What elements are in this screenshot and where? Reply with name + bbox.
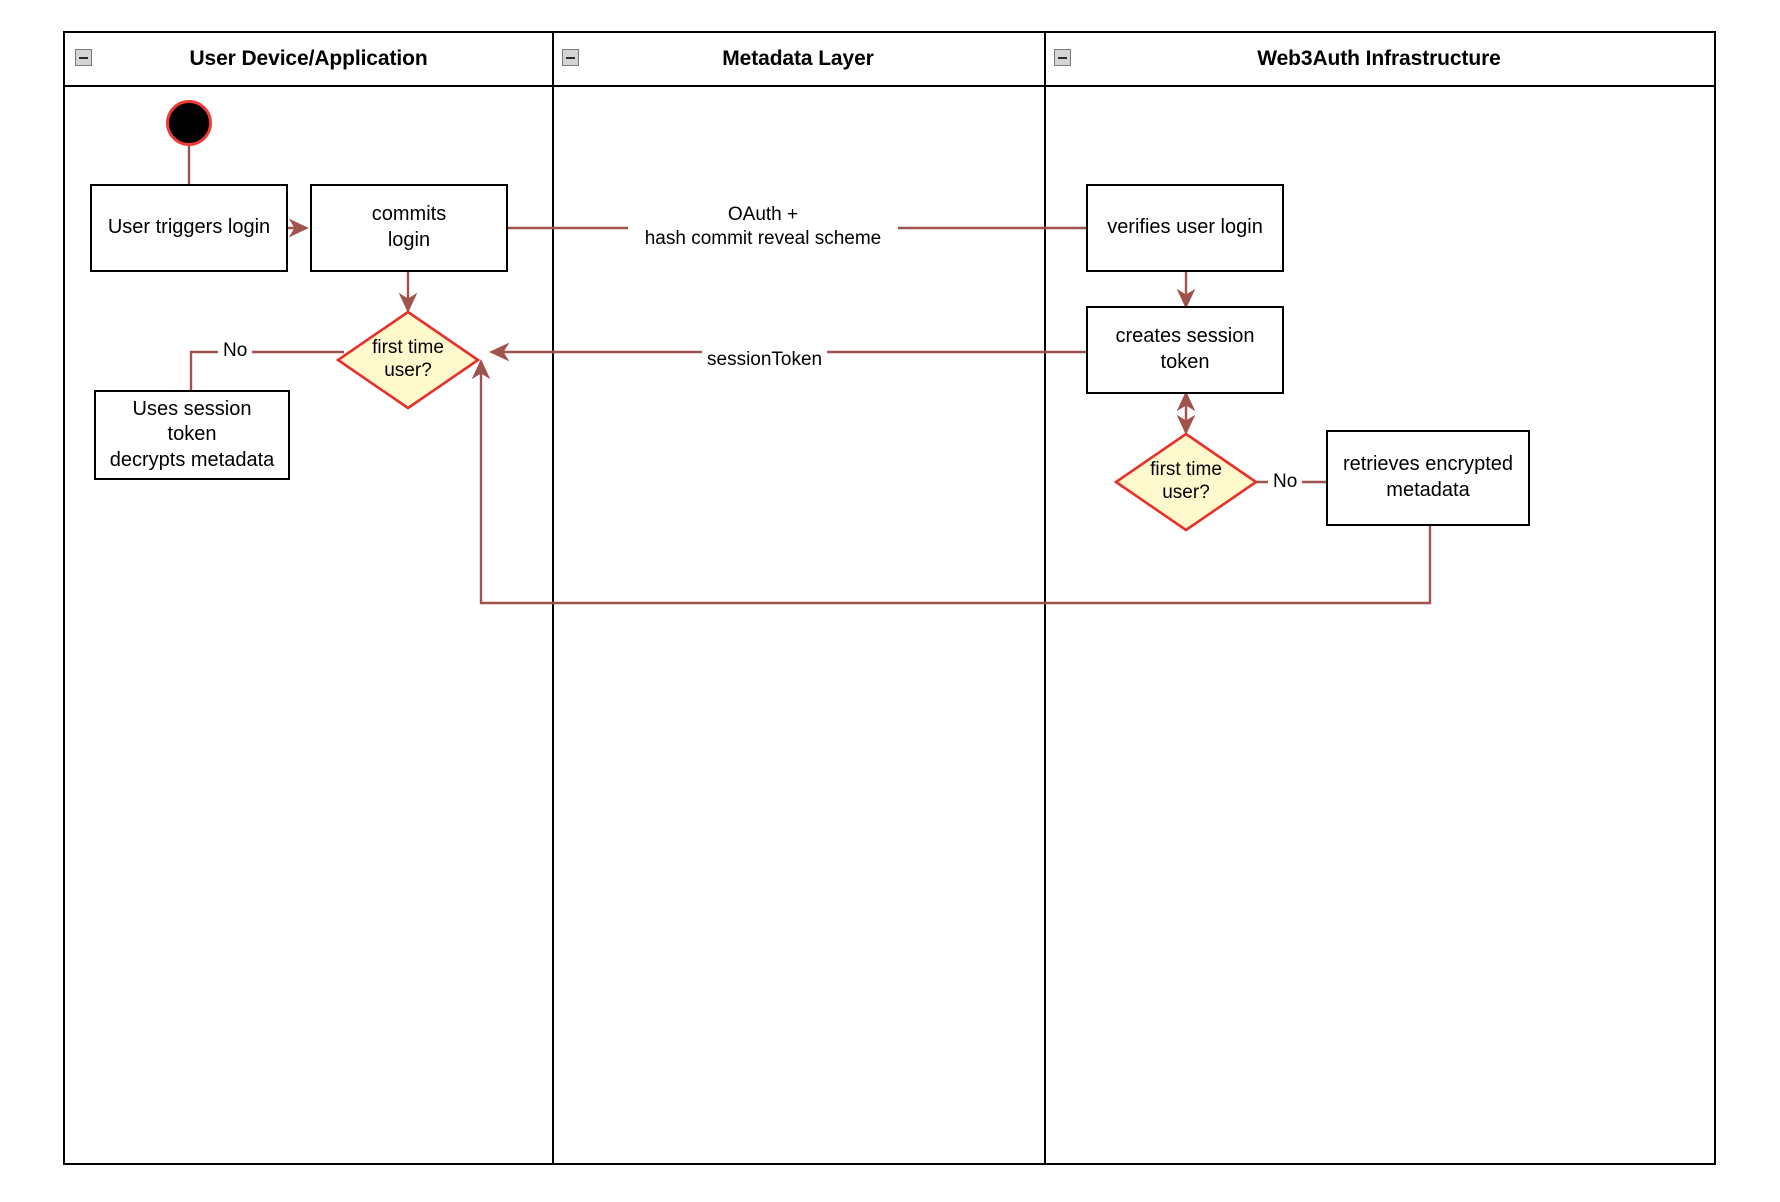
decision-label: first time user? bbox=[372, 337, 444, 381]
activity-label: Uses session token decrypts metadata bbox=[109, 397, 275, 471]
collapse-minus-icon[interactable] bbox=[1054, 49, 1071, 66]
diamond-shape bbox=[1114, 432, 1258, 532]
activity-label: User triggers login bbox=[107, 216, 271, 239]
swimlane-title: User Device/Application bbox=[189, 47, 428, 70]
swimlane-divider-2 bbox=[1044, 33, 1046, 1163]
edge-label-no-left: No bbox=[218, 339, 253, 363]
decision-first-time-user-left[interactable]: first time user? bbox=[336, 310, 480, 410]
swimlane-title: Web3Auth Infrastructure bbox=[1257, 47, 1501, 70]
activity-user-triggers-login[interactable]: User triggers login bbox=[90, 184, 288, 272]
activity-commits-login[interactable]: commits login bbox=[310, 184, 508, 272]
activity-uses-session-token[interactable]: Uses session token decrypts metadata bbox=[94, 390, 290, 480]
edge-label-oauth: OAuth + hash commit reveal scheme bbox=[628, 203, 898, 251]
activity-label: creates session token bbox=[1115, 325, 1255, 373]
diamond-shape bbox=[336, 310, 480, 410]
activity-verifies-user-login[interactable]: verifies user login bbox=[1086, 184, 1284, 272]
activity-creates-session-token[interactable]: creates session token bbox=[1086, 306, 1284, 394]
activity-label: retrieves encrypted metadata bbox=[1342, 453, 1514, 501]
swimlane-header-user-device[interactable]: User Device/Application bbox=[65, 33, 552, 87]
swimlane-divider-1 bbox=[552, 33, 554, 1163]
initial-node[interactable] bbox=[166, 100, 212, 146]
activity-retrieves-encrypted-metadata[interactable]: retrieves encrypted metadata bbox=[1326, 430, 1530, 526]
edge-label-no-right: No bbox=[1268, 470, 1303, 494]
swimlane-header-metadata-layer[interactable]: Metadata Layer bbox=[552, 33, 1044, 87]
decision-label: first time user? bbox=[1150, 459, 1222, 503]
collapse-minus-icon[interactable] bbox=[75, 49, 92, 66]
edge-label-session-token: sessionToken bbox=[702, 348, 828, 372]
decision-first-time-user-right[interactable]: first time user? bbox=[1114, 432, 1258, 532]
swimlane-header-web3auth[interactable]: Web3Auth Infrastructure bbox=[1044, 33, 1714, 87]
activity-label: verifies user login bbox=[1107, 216, 1263, 239]
activity-label: commits login bbox=[371, 203, 447, 251]
swimlane-title: Metadata Layer bbox=[722, 47, 874, 70]
collapse-minus-icon[interactable] bbox=[562, 49, 579, 66]
